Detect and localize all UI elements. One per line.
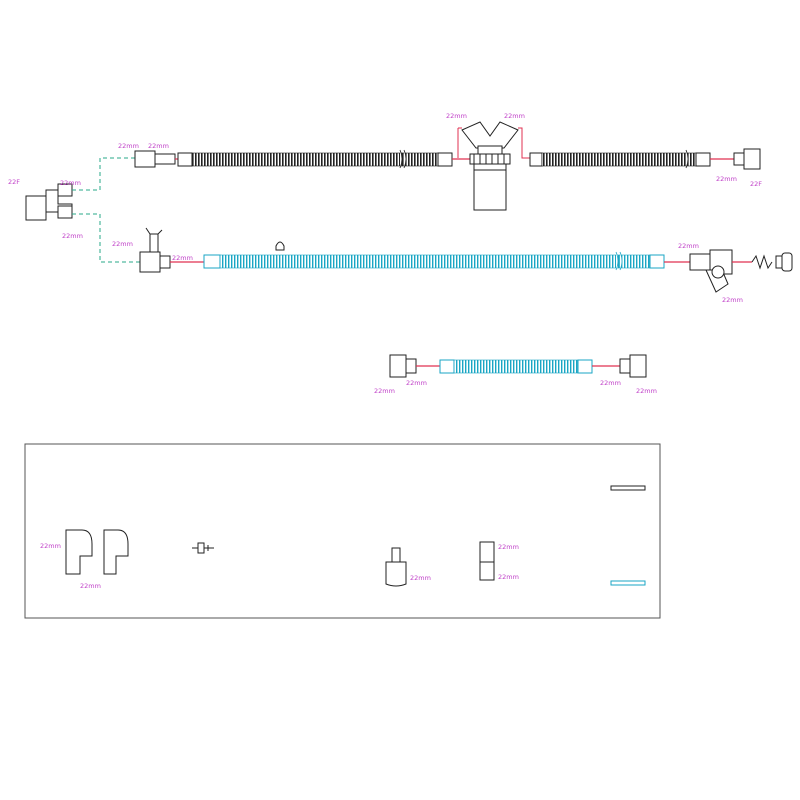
small-adapter (192, 542, 214, 554)
short-left-label-b: 22mm (406, 379, 427, 387)
wye-right-bot-label: 22mm (62, 232, 83, 240)
routing-lines (72, 157, 140, 263)
water-trap (461, 121, 519, 211)
lower-cyan-tube (203, 251, 665, 271)
upper-corrugated-tube (177, 149, 453, 169)
short-right-label-a: 22mm (600, 379, 621, 387)
coupler-top-label: 22mm (498, 543, 519, 551)
lower-right-label-a: 22mm (678, 242, 699, 250)
temperature-probe (751, 252, 793, 272)
lower-left-connector (139, 227, 171, 273)
upper-left-label-b: 22mm (148, 142, 169, 150)
short-right-label-b: 22mm (636, 387, 657, 395)
short-right-connector (619, 354, 647, 378)
plug-right-bot-label: 22mm (410, 574, 431, 582)
elbow-bottom-label: 22mm (80, 582, 101, 590)
wye-right-top-label: 22mm (60, 179, 81, 187)
filter-pad-cyan (610, 580, 646, 586)
accessories-panel (24, 443, 661, 619)
y-piece (25, 183, 73, 221)
upper-right-corrugated-tube (529, 149, 711, 169)
trap-left-label: 22mm (446, 112, 467, 120)
upper-left-label-a: 22mm (118, 142, 139, 150)
upper-left-connector (134, 150, 176, 168)
filter-pad-dark (610, 485, 646, 491)
upper-right-end-label: 22mm (716, 175, 737, 183)
straight-coupler (479, 541, 495, 581)
upper-right-end-label-2: 22F (750, 180, 762, 188)
lower-left-label-c: 22mm (172, 254, 193, 262)
upper-right-end-connector (733, 148, 761, 170)
short-cyan-tube (439, 359, 593, 374)
tube-clip-icon (275, 241, 285, 251)
lower-right-label-b: 22mm (722, 296, 743, 304)
trap-right-label: 22mm (504, 112, 525, 120)
lower-left-label-a: 22mm (112, 240, 133, 248)
short-left-connector (389, 354, 417, 378)
port-plug (385, 547, 407, 587)
elbow-left-label: 22mm (40, 542, 61, 550)
lower-right-elbow-connector (689, 249, 733, 293)
elbow-connectors (65, 529, 129, 575)
coupler-bot-label: 22mm (498, 573, 519, 581)
short-left-label-a: 22mm (374, 387, 395, 395)
wye-top-label: 22F (8, 178, 20, 186)
